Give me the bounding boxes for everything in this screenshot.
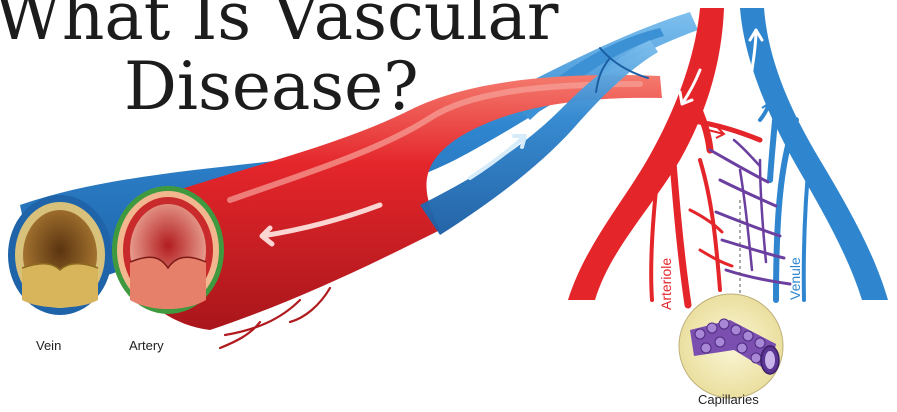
page-title-line-1: What Is Vascular <box>0 0 558 50</box>
venule-label: Venule <box>787 257 803 300</box>
artery-caption: Artery <box>129 338 164 353</box>
vein-cross-section <box>8 195 112 315</box>
page-title-line-2: Disease? <box>124 54 419 120</box>
vein-trunk <box>740 8 888 300</box>
artery-cross-section <box>112 186 224 314</box>
capillaries-inset <box>679 294 783 398</box>
vein-caption: Vein <box>36 338 61 353</box>
arteriole-label: Arteriole <box>658 258 674 310</box>
capillaries-caption: Capillaries <box>698 392 759 407</box>
